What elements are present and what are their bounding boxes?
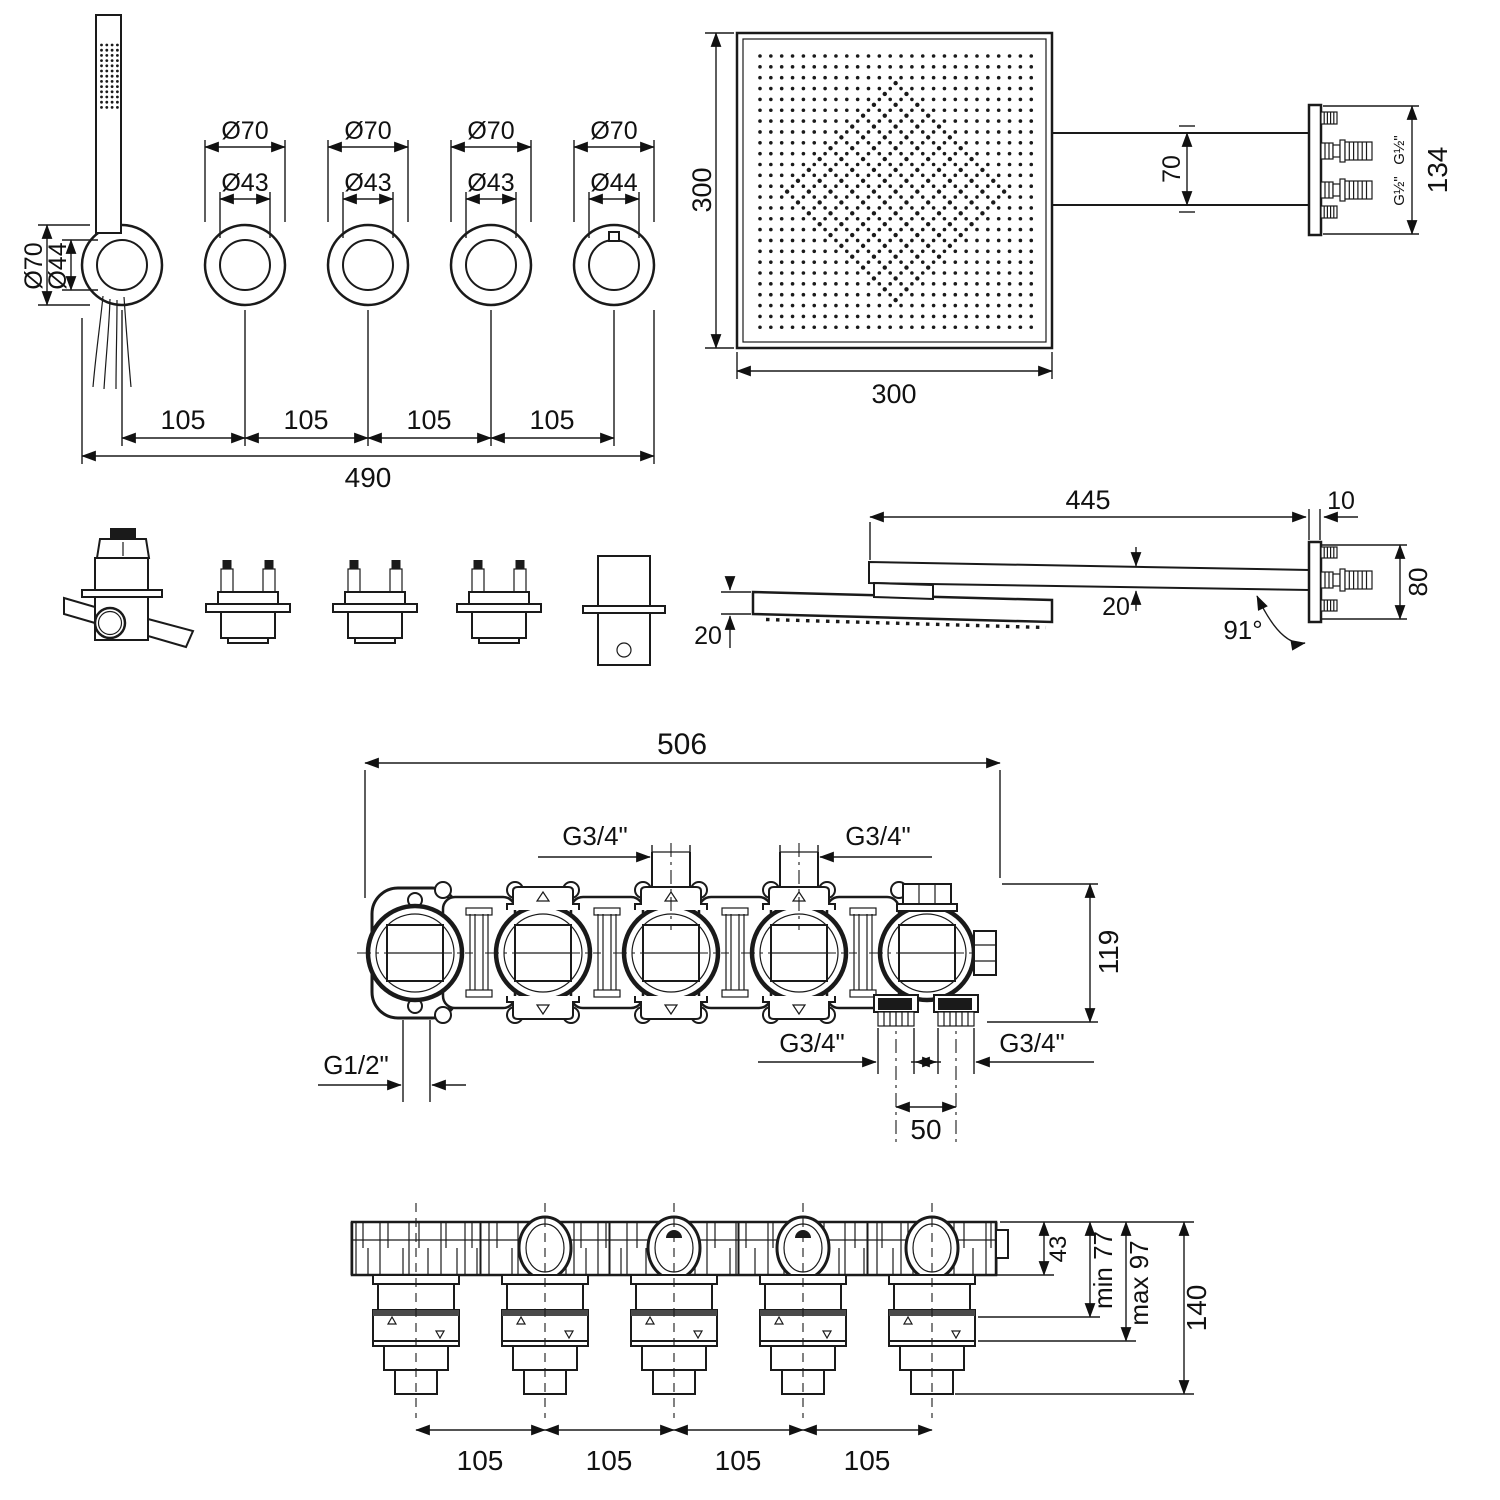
dim-label: 20 — [1102, 593, 1130, 621]
port-label: G3/4" — [999, 1028, 1065, 1058]
port-label: G3/4" — [779, 1028, 845, 1058]
angle-label: 91° — [1223, 615, 1262, 645]
dim-label: Ø70 — [467, 117, 514, 145]
dim-label: 105 — [844, 1445, 891, 1476]
dim-label: 140 — [1181, 1285, 1212, 1332]
dim-label: 105 — [283, 405, 328, 435]
dim-label: 105 — [160, 405, 205, 435]
dim-label: 10 — [1327, 487, 1355, 515]
dim-label: 105 — [586, 1445, 633, 1476]
dim-label: Ø44 — [44, 242, 72, 289]
dim-label: 70 — [1158, 155, 1186, 183]
dim-label: min 77 — [1088, 1231, 1118, 1309]
dim-label: 134 — [1422, 147, 1453, 194]
cartridge-side-views — [63, 528, 666, 666]
dim-label: 20 — [694, 622, 722, 650]
dim-label: 506 — [657, 728, 707, 761]
dim-label: Ø70 — [344, 117, 391, 145]
dim-label: 300 — [687, 167, 717, 212]
dim-label: Ø43 — [344, 169, 391, 197]
dim-label: 50 — [910, 1114, 941, 1145]
valve-body-bottom-view: 105 105 105 105 43 min 77 max 97 140 min… — [350, 1203, 1212, 1476]
port-label: G1/2" — [323, 1050, 389, 1080]
dim-label: 43 — [1045, 1236, 1072, 1263]
dim-label: 105 — [529, 405, 574, 435]
dim-label: Ø70 — [221, 117, 268, 145]
connection-label: G½" — [1391, 176, 1408, 206]
dim-label: max 97 — [1124, 1240, 1154, 1325]
dim-label: 445 — [1065, 485, 1110, 515]
dim-label: Ø70 — [590, 117, 637, 145]
dim-label: 490 — [345, 462, 392, 493]
dim-label: 80 — [1403, 568, 1433, 597]
shower-head-plan-view: 300 300 70 G½" G½" 134 — [687, 31, 1453, 409]
valve-body-front-view: 506 G3/4" G3/4" 119 G1/2" G3/4" G3/4" 50… — [318, 728, 1124, 1147]
dim-label: 105 — [457, 1445, 504, 1476]
connection-label: G½" — [1391, 135, 1408, 165]
port-label: G3/4" — [562, 821, 628, 851]
dim-label: 119 — [1093, 930, 1124, 975]
dim-label: 105 — [715, 1445, 762, 1476]
dim-label: Ø44 — [590, 169, 637, 197]
shower-head-side-view: 445 10 20 20 80 91° — [694, 485, 1433, 651]
dim-label: 300 — [871, 379, 916, 409]
dim-label: 105 — [406, 405, 451, 435]
dim-label: Ø43 — [467, 169, 514, 197]
port-label: G3/4" — [845, 821, 911, 851]
dim-label: Ø43 — [221, 169, 268, 197]
handset-mixer-front-view: Ø70 Ø70 Ø70 Ø70 Ø43 Ø43 Ø43 Ø44 Ø70 Ø44 … — [20, 14, 656, 493]
